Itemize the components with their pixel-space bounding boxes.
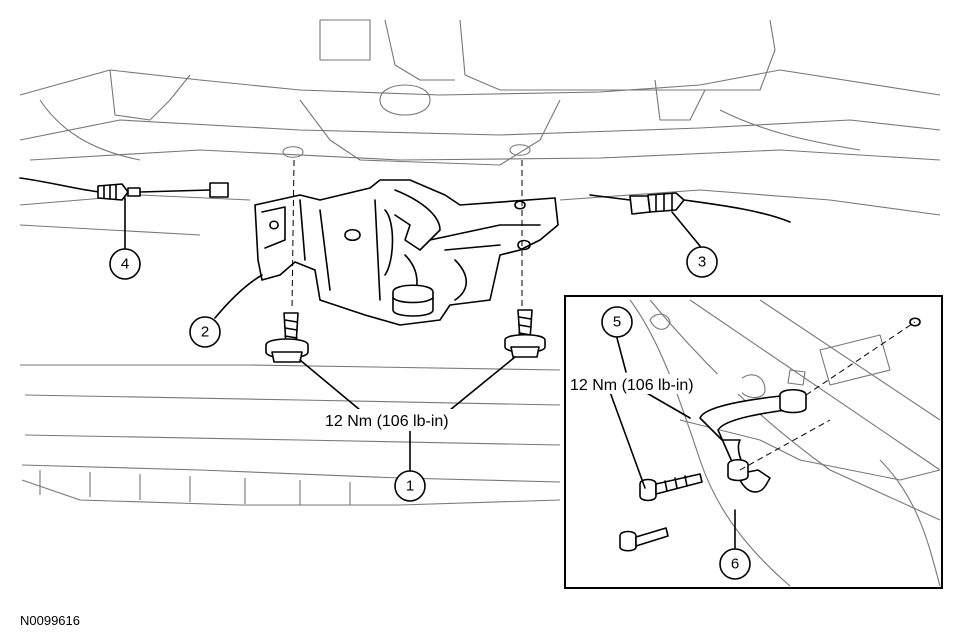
release-cable-left xyxy=(19,177,229,201)
svg-text:1: 1 xyxy=(406,478,414,495)
callout-4: 4 xyxy=(109,248,141,280)
svg-text:3: 3 xyxy=(698,254,706,271)
detail-inset xyxy=(564,295,943,589)
callout-5: 5 xyxy=(601,306,633,338)
torque-label-main: 12 Nm (106 lb-in) xyxy=(325,413,449,430)
radiator-support-background xyxy=(19,19,941,506)
svg-text:6: 6 xyxy=(731,556,739,573)
bolt-left xyxy=(265,312,309,363)
callout-6: 6 xyxy=(719,548,751,580)
hood-latch xyxy=(254,179,559,326)
leader-lines xyxy=(124,197,736,549)
torque-label-inset: 12 Nm (106 lb-in) xyxy=(570,377,694,394)
callout-1: 1 xyxy=(394,470,426,502)
torque-label-inset-bg xyxy=(568,374,742,394)
torque-label-main-bg xyxy=(322,409,498,431)
release-cable-right xyxy=(589,192,791,223)
bolt-right xyxy=(504,309,546,358)
callout-2: 2 xyxy=(189,316,221,348)
callout-3: 3 xyxy=(686,246,718,278)
figure-id: N0099616 xyxy=(20,613,80,628)
svg-text:5: 5 xyxy=(613,314,621,331)
alignment-line-left xyxy=(291,159,295,311)
svg-text:2: 2 xyxy=(201,324,209,341)
svg-text:4: 4 xyxy=(121,256,129,273)
